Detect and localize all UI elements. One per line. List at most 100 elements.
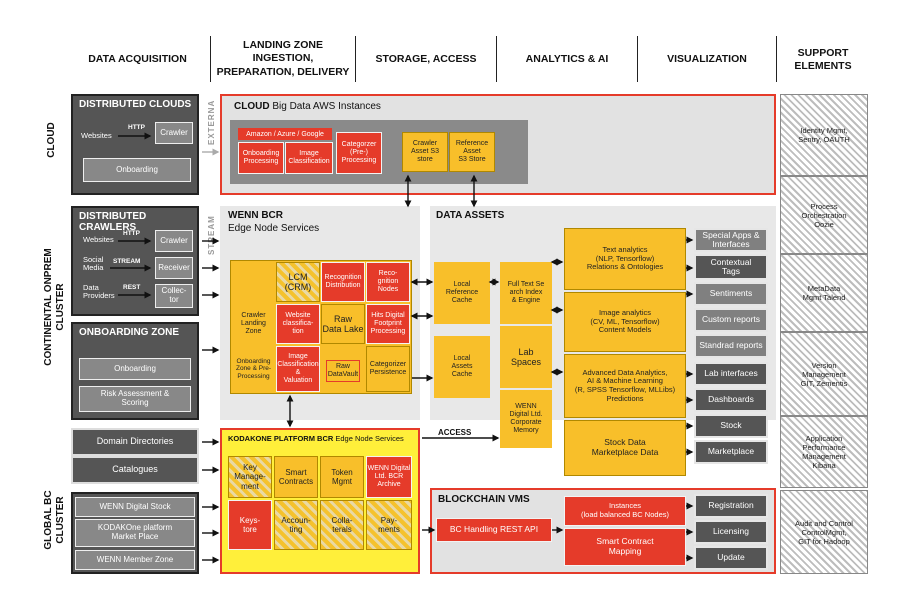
header-analytics-ai: ANALYTICS & AI <box>525 53 609 66</box>
viz-dashboards[interactable]: Dashboards <box>694 388 768 412</box>
instances-box[interactable]: Instances (load balanced BC Nodes) <box>564 496 686 526</box>
image-classification-box[interactable]: Image Classification <box>285 142 333 174</box>
access-label: ACCESS <box>438 428 472 437</box>
header-support: SUPPORT ELEMENTS <box>794 46 852 72</box>
onboarding-button[interactable]: Onboarding <box>83 158 191 182</box>
lcm-box[interactable]: LCM (CRM) <box>276 262 320 302</box>
crawler-button[interactable]: Crawler <box>155 230 193 252</box>
wenn-digital-stock-button[interactable]: WENN Digital Stock <box>75 497 195 517</box>
stock-data-box[interactable]: Stock Data Marketplace Data <box>564 420 686 476</box>
viz-stock[interactable]: Stock <box>694 414 768 438</box>
hits-digital-footprint-box[interactable]: Hits Digital Footprint Processing <box>366 304 410 344</box>
websites-label: Websites <box>83 235 114 244</box>
distributed-crawlers-title: DISTRIBUTED CRAWLERS <box>79 211 147 233</box>
payments-box[interactable]: Pay- ments <box>366 500 412 550</box>
rest-label: REST <box>123 284 141 291</box>
header-data-acquisition: DATA ACQUISITION <box>88 53 187 66</box>
header-visualization: VISUALIZATION <box>667 53 747 66</box>
distributed-clouds-title: DISTRIBUTED CLOUDS <box>79 99 192 110</box>
update-box[interactable]: Update <box>694 546 768 570</box>
text-analytics-box[interactable]: Text analytics (NLP, Tensorflow) Relatio… <box>564 228 686 290</box>
categorizer-box[interactable]: Categorzer (Pre-) Processing <box>336 132 382 174</box>
reference-asset-store[interactable]: Reference Asset S3 Store <box>449 132 495 172</box>
onboarding-zone-title: ONBOARDING ZONE <box>79 327 179 338</box>
token-mgmt-box[interactable]: Token Mgmt <box>320 456 364 498</box>
distributed-crawlers-panel: DISTRIBUTED CRAWLERS Websites HTTP Crawl… <box>71 206 199 316</box>
smart-contracts-box[interactable]: Smart Contracts <box>274 456 318 498</box>
header-divider <box>355 36 356 82</box>
recognition-distribution-box[interactable]: Recognition Distribution <box>321 262 365 302</box>
header-divider <box>637 36 638 82</box>
viz-special-apps[interactable]: Special Apps & Interfaces <box>694 228 768 252</box>
lab-spaces-box[interactable]: Lab Spaces <box>500 326 552 388</box>
keystore-box[interactable]: Keys- tore <box>228 500 272 550</box>
viz-custom-reports[interactable]: Custom reports <box>694 308 768 332</box>
cloud-instances-panel: CLOUD Big Data AWS Instances Amazon / Az… <box>220 94 776 195</box>
kodakone-title: KODAKONE PLATFORM BCR Edge Node Services <box>228 434 404 443</box>
risk-assessment-button[interactable]: Risk Assessment & Scoring <box>79 386 191 412</box>
data-assets-title: DATA ASSETS <box>436 210 505 221</box>
recognition-nodes-box[interactable]: Reco- gnition Nodes <box>366 262 410 302</box>
support-metadata[interactable]: MetaData Mgmt Talend <box>780 254 868 332</box>
header-storage-access: STORAGE, ACCESS <box>375 53 477 66</box>
categorizer-persistence-box[interactable]: Categorizer Persistence <box>366 346 410 392</box>
support-version[interactable]: Version Management GIT, Zementis <box>780 332 868 416</box>
bc-handling-api-box[interactable]: BC Handling REST API <box>436 518 552 542</box>
onboarding-zone-panel: ONBOARDING ZONE Onboarding Risk Assessme… <box>71 322 199 420</box>
registration-box[interactable]: Registration <box>694 494 768 518</box>
social-media-label: Social Media <box>83 255 104 273</box>
collaterals-box[interactable]: Colla- terals <box>320 500 364 550</box>
full-text-search-box[interactable]: Full Text Se arch Index & Engine <box>500 262 552 324</box>
provider-label: Amazon / Azure / Google <box>238 128 332 140</box>
collector-button[interactable]: Collec- tor <box>155 284 193 308</box>
advanced-analytics-box[interactable]: Advanced Data Analytics, AI & Machine Le… <box>564 354 686 418</box>
viz-sentiments[interactable]: Sentiments <box>694 282 768 306</box>
support-audit[interactable]: Audit and Control ControlMgmt, GIT for H… <box>780 490 868 574</box>
image-classification-valuation-box[interactable]: Image Classification & Valuation <box>276 346 320 392</box>
wenn-bcr-title: WENN BCR <box>228 210 283 221</box>
support-process[interactable]: Process Orchestration Oozie <box>780 176 868 254</box>
viz-contextual-tags[interactable]: Contextual Tags <box>694 254 768 280</box>
http-label: HTTP <box>123 230 140 237</box>
wenn-member-zone-button[interactable]: WENN Member Zone <box>75 550 195 570</box>
crawler-landing-zone-box[interactable]: Crawler Landing Zone <box>232 304 275 344</box>
crawler-button[interactable]: Crawler <box>155 122 193 144</box>
wenn-bcr-subtitle: Edge Node Services <box>228 223 320 234</box>
image-analytics-box[interactable]: Image analytics (CV, ML, Tensorflow) Con… <box>564 292 686 352</box>
viz-standard-reports[interactable]: Standrad reports <box>694 334 768 358</box>
smart-contract-mapping-box[interactable]: Smart Contract Mapping <box>564 528 686 566</box>
http-label: HTTP <box>128 124 145 131</box>
accounting-box[interactable]: Accoun- ting <box>274 500 318 550</box>
receiver-button[interactable]: Receiver <box>155 257 193 279</box>
onboarding-processing-box[interactable]: Onboarding Processing <box>238 142 284 174</box>
cloud-title: CLOUD Big Data AWS Instances <box>234 101 381 112</box>
blockchain-title: BLOCKCHAIN VMS <box>438 494 530 505</box>
data-providers-label: Data Providers <box>83 283 115 301</box>
key-management-box[interactable]: Key Manage- ment <box>228 456 272 498</box>
onboarding-zone-preprocessing-box[interactable]: Onboarding Zone & Pre- Processing <box>232 346 275 392</box>
raw-data-lake-box[interactable]: Raw Data Lake <box>321 304 365 344</box>
website-classification-box[interactable]: Website classifica- tion <box>276 304 320 344</box>
header-landing-zone: LANDING ZONE INGESTION, PREPARATION, DEL… <box>216 39 350 78</box>
onboarding-button[interactable]: Onboarding <box>79 358 191 380</box>
viz-marketplace[interactable]: Marketplace <box>694 440 768 464</box>
support-identity[interactable]: Identity Mgmt, Sentry, OAUTH <box>780 94 868 176</box>
stream-label: STREAM <box>113 258 141 265</box>
crawler-asset-store[interactable]: Crawler Asset S3 store <box>402 132 448 172</box>
domain-directories-box[interactable]: Domain Directories <box>71 428 199 456</box>
header-divider <box>496 36 497 82</box>
header-divider <box>210 36 211 82</box>
distributed-clouds-panel: DISTRIBUTED CLOUDS Websites HTTP Crawler… <box>71 94 199 195</box>
local-reference-cache-box[interactable]: Local Reference Cache <box>434 262 490 324</box>
licensing-box[interactable]: Licensing <box>694 520 768 544</box>
catalogues-box[interactable]: Catalogues <box>71 456 199 484</box>
wenn-archive-box[interactable]: WENN Digital Ltd. BCR Archive <box>366 456 412 498</box>
local-assets-cache-box[interactable]: Local Assets Cache <box>434 336 490 398</box>
kodakone-marketplace-button[interactable]: KODAKOne platform Market Place <box>75 519 195 547</box>
support-apm[interactable]: Application Performance Management Kiban… <box>780 416 868 488</box>
wenn-corporate-memory-box[interactable]: WENN Digital Ltd. Corporate Memory <box>500 390 552 448</box>
header-divider <box>776 36 777 82</box>
viz-lab-interfaces[interactable]: Lab interfaces <box>694 362 768 386</box>
raw-datavault-box[interactable]: Raw DataVault <box>326 360 360 382</box>
